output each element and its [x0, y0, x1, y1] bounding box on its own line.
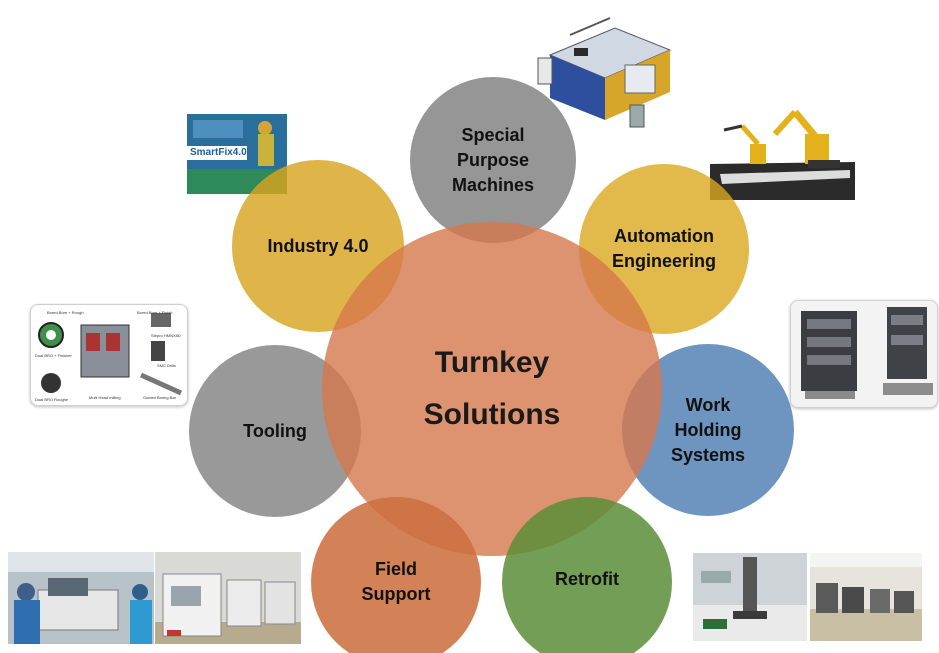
tooling-part-label: Guided Boring Bar [143, 395, 176, 400]
automation-engineering-label: Automation Engineering [611, 226, 716, 271]
industry-4-node: Industry 4.0 [232, 160, 404, 332]
special-purpose-machines-label: Special Purpose Machines [451, 124, 535, 195]
automation-robot-image [710, 104, 855, 200]
special-machine-image [530, 10, 680, 140]
tooling-part-label: Bored Bore + Rough [47, 310, 84, 315]
field-support-node: Field Support [311, 497, 481, 653]
tooling-label: Tooling [243, 420, 307, 441]
tooling-parts-image: Bored Bore + Rough Bored Bore + Finish D… [30, 304, 188, 406]
tooling-part-label: Dual BRO + Finisher [35, 353, 72, 358]
field-support-label: Field Support [361, 559, 431, 604]
smartfix-brand: SmartFix4.0 [190, 147, 247, 158]
tooling-part-label: SMC Drills [157, 363, 176, 368]
retrofit-node: Retrofit [502, 497, 672, 653]
retrofit-photo-1 [693, 553, 807, 641]
industry-4-label: Industry 4.0 [267, 235, 369, 256]
tooling-part-label: Dual BRO Roughe [35, 397, 69, 402]
field-support-photo-1 [8, 552, 154, 644]
field-support-photo-2 [155, 552, 301, 644]
tooling-part-label: Stepro HMNX8D [151, 333, 181, 338]
work-holding-image [790, 300, 938, 408]
smartfix-image: SmartFix4.0 [187, 114, 287, 194]
tooling-part-label: Multi Head milling [89, 395, 121, 400]
retrofit-label: Retrofit [555, 569, 619, 589]
special-purpose-machines-node: Special Purpose Machines [410, 77, 576, 243]
turnkey-solutions-label: Turnkey Solutions [423, 346, 561, 431]
tooling-part-label: Bored Bore + Finish [137, 310, 173, 315]
retrofit-photo-2 [810, 553, 922, 641]
work-holding-systems-label: Work Holding Systems [670, 394, 746, 465]
